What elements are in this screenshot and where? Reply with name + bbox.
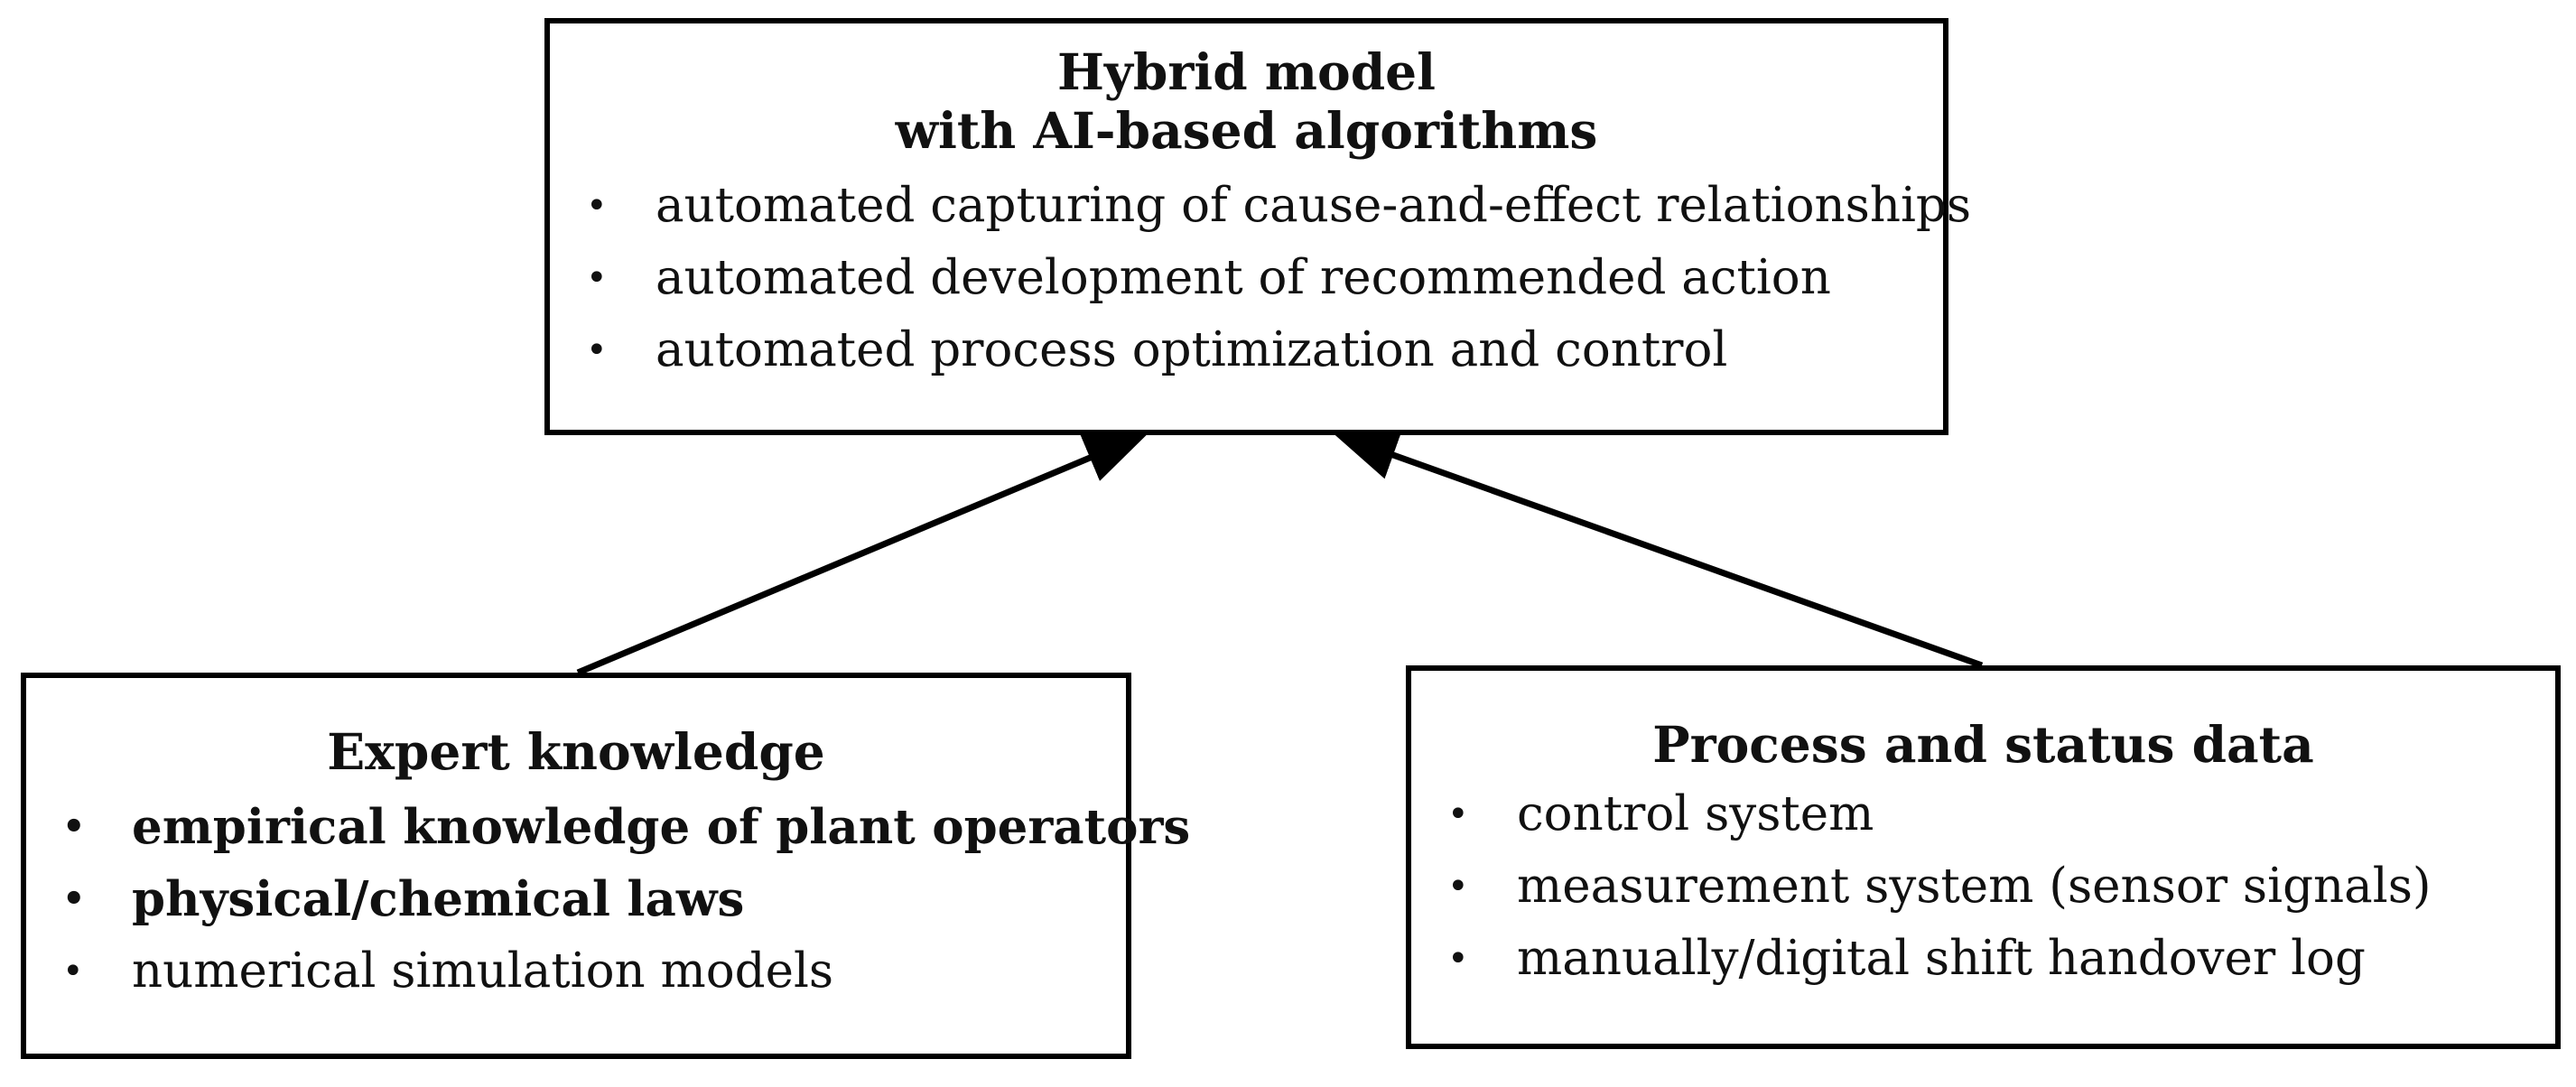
list-item-label: physical/chemical laws — [132, 870, 745, 927]
hybrid-model-title-line1: Hybrid model — [1056, 42, 1437, 101]
bullet-icon: • — [1447, 865, 1469, 907]
list-item: • manually/digital shift handover log — [1411, 923, 2555, 995]
bullet-icon: • — [62, 804, 86, 848]
process-data-title: Process and status data — [1652, 715, 2314, 774]
bullet-icon: • — [586, 184, 608, 227]
expert-knowledge-box: Expert knowledge • empirical knowledge o… — [21, 673, 1190, 1059]
list-item: • measurement system (sensor signals) — [1411, 850, 2555, 923]
bullet-icon: • — [62, 877, 86, 920]
list-item-label: numerical simulation models — [132, 943, 834, 999]
bullet-icon: • — [1447, 937, 1469, 980]
list-item: • automated development of recommended a… — [550, 242, 1943, 314]
arrow-expert-to-hybrid — [576, 432, 1149, 676]
bullet-icon: • — [586, 256, 608, 299]
list-item: • numerical simulation models — [26, 935, 1126, 1008]
list-item-label: control system — [1517, 785, 1874, 841]
bullet-icon: • — [62, 950, 84, 992]
hybrid-model-title-line2: with AI-based algorithms — [895, 100, 1598, 160]
list-item-label: measurement system (sensor signals) — [1517, 858, 2432, 914]
bullet-icon: • — [586, 329, 608, 371]
bullet-icon: • — [1447, 793, 1469, 835]
hybrid-model-list: • automated capturing of cause-and-effec… — [550, 170, 1971, 386]
list-item-label: empirical knowledge of plant operators — [132, 798, 1191, 855]
process-data-list: • control system • measurement system (s… — [1411, 778, 2555, 995]
list-item-label: automated development of recommended act… — [656, 249, 1831, 305]
list-item-label: automated process optimization and contr… — [656, 321, 1728, 377]
list-item: • automated capturing of cause-and-effec… — [550, 170, 1971, 242]
process-data-box: Process and status data • control system… — [1406, 665, 2561, 1049]
list-item: • automated process optimization and con… — [550, 314, 1943, 386]
expert-knowledge-list: • empirical knowledge of plant operators… — [26, 791, 1190, 1008]
hybrid-model-title: Hybrid model with AI-based algorithms — [550, 42, 1943, 161]
expert-knowledge-title: Expert knowledge — [327, 722, 825, 781]
list-item: • physical/chemical laws — [26, 863, 1126, 935]
list-item: • control system — [1411, 778, 2555, 850]
hybrid-model-box: Hybrid model with AI-based algorithms • … — [544, 18, 1971, 435]
list-item: • empirical knowledge of plant operators — [26, 791, 1190, 863]
list-item-label: manually/digital shift handover log — [1517, 930, 2366, 986]
list-item-label: automated capturing of cause-and-effect … — [656, 177, 1972, 233]
arrow-process-to-hybrid — [1334, 431, 1984, 669]
